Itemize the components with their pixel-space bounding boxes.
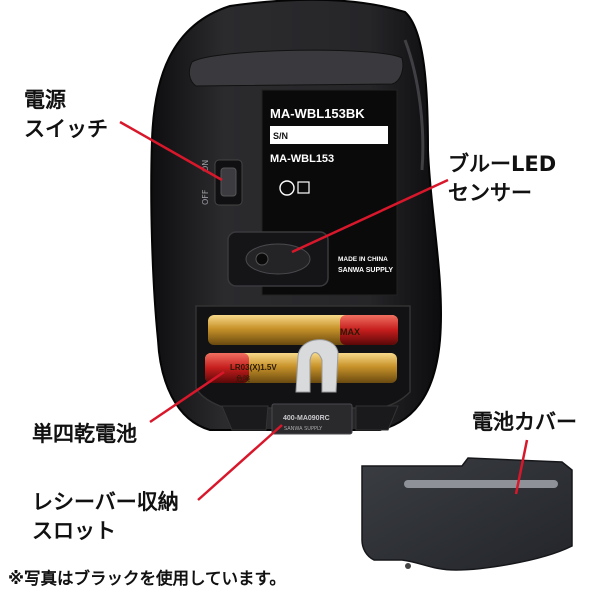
led-sensor-line — [291, 178, 449, 254]
cert-icon — [279, 180, 295, 196]
callout-receiver-slot: レシーバー収納 スロット — [32, 488, 179, 546]
label-model: MA-WBL153BK — [270, 106, 365, 121]
callout-power-switch-line1: 電源 — [24, 88, 66, 112]
battery-spec-mark: LR03(X)1.5V — [230, 363, 277, 372]
receiver-slot-right — [355, 405, 399, 431]
battery-cover — [361, 457, 573, 571]
top-rubber-strip — [188, 49, 404, 87]
battery-cover-dot — [405, 563, 411, 569]
switch-off-label: OFF — [201, 189, 210, 205]
callout-batteries-text: 単四乾電池 — [32, 422, 137, 446]
battery-2-end — [205, 353, 249, 383]
registered-icon — [297, 181, 310, 194]
power-switch-line — [119, 120, 223, 182]
callout-receiver-line2: スロット — [32, 519, 116, 543]
battery-ribbon — [295, 339, 339, 393]
led-sensor-eye — [255, 252, 269, 266]
receiver-model: 400-MA090RC — [283, 415, 330, 422]
receiver-brand: SANWA SUPPLY — [284, 426, 323, 432]
callout-led-line1: ブルーLED — [448, 152, 557, 176]
footnote: ※写真はブラックを使用しています。 — [8, 569, 286, 588]
battery-max-mark: MAX — [340, 327, 360, 337]
callout-power-switch-line2: スイッチ — [24, 117, 108, 141]
battery-line — [149, 370, 225, 424]
battery-1-end — [340, 315, 398, 345]
callout-led-line2: センサー — [448, 181, 532, 205]
receiver-line — [197, 424, 283, 501]
battery-cover-slit — [404, 480, 558, 488]
label-brand: SANWA SUPPLY — [338, 267, 393, 274]
label-sub-model: MA-WBL153 — [270, 153, 334, 165]
receiver-slot-left — [221, 405, 269, 431]
power-switch-knob — [220, 167, 237, 197]
label-sn: S/N — [273, 131, 288, 141]
callout-aaa-batteries: 単四乾電池 — [32, 420, 137, 449]
side-groove — [403, 39, 425, 171]
callout-cover-text: 電池カバー — [472, 410, 577, 434]
callout-lines — [119, 120, 529, 501]
switch-on-label: ON — [201, 160, 210, 172]
callout-power-switch: 電源 スイッチ — [24, 86, 108, 144]
receiver-dongle — [271, 403, 353, 435]
battery-warning-mark: 危険 — [236, 374, 250, 383]
label-sn-box — [270, 126, 388, 144]
label-made-in: MADE IN CHINA — [338, 256, 388, 263]
callout-battery-cover: 電池カバー — [472, 408, 577, 437]
callout-receiver-line1: レシーバー収納 — [32, 490, 179, 514]
cover-line — [514, 439, 529, 495]
callout-blue-led-sensor: ブルーLED センサー — [448, 150, 556, 208]
